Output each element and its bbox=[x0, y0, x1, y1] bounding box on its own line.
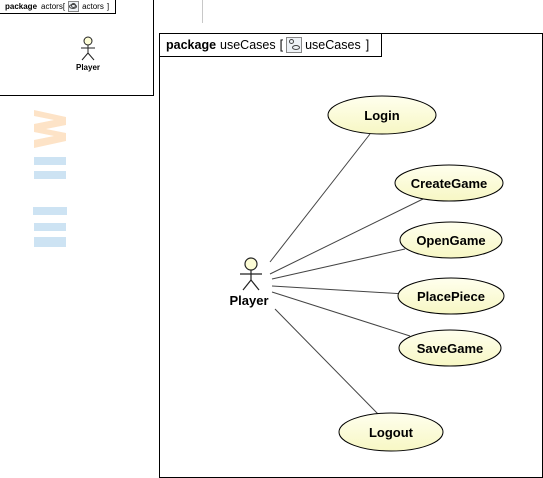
use-case-label: Logout bbox=[369, 425, 414, 440]
actors-diagram-canvas: Player bbox=[76, 36, 100, 72]
association-placepiece[interactable] bbox=[271, 285, 406, 295]
actors-package-frame[interactable]: package actors [ actors ] Player bbox=[0, 0, 154, 96]
watermark-logo bbox=[33, 110, 67, 247]
association-logout[interactable] bbox=[274, 308, 379, 415]
use-case-creategame[interactable]: CreateGame bbox=[394, 164, 504, 202]
use-case-savegame[interactable]: SaveGame bbox=[398, 329, 502, 367]
use-case-label: SaveGame bbox=[417, 341, 484, 356]
diagram-name: actors bbox=[82, 1, 104, 11]
actor-icon[interactable] bbox=[240, 257, 262, 291]
association-opengame[interactable] bbox=[271, 248, 406, 280]
use-case-label: CreateGame bbox=[411, 176, 488, 191]
package-keyword: package bbox=[5, 1, 38, 11]
package-name: useCases bbox=[220, 38, 276, 52]
use-case-opengame[interactable]: OpenGame bbox=[399, 221, 503, 259]
actors-package-tab[interactable]: package actors [ actors ] bbox=[0, 0, 117, 14]
association-savegame[interactable] bbox=[271, 291, 411, 337]
association-creategame[interactable] bbox=[269, 197, 426, 275]
usecases-package-frame[interactable]: package useCases [ useCases ] Login bbox=[159, 33, 543, 478]
bracket-close: ] bbox=[365, 38, 370, 52]
bracket-open: [ bbox=[62, 1, 66, 11]
use-case-diagram-icon bbox=[286, 37, 303, 53]
package-keyword: package bbox=[166, 38, 217, 52]
use-case-diagram-icon bbox=[68, 0, 80, 12]
usecases-diagram-canvas: Login CreateGame OpenGame PlacePiece Sav… bbox=[229, 95, 505, 452]
association-login[interactable] bbox=[269, 133, 371, 263]
use-case-label: OpenGame bbox=[416, 233, 485, 248]
use-case-login[interactable]: Login bbox=[327, 95, 437, 135]
divider bbox=[152, 0, 203, 23]
use-case-logout[interactable]: Logout bbox=[338, 412, 444, 452]
usecases-package-tab[interactable]: package useCases [ useCases ] bbox=[160, 34, 383, 57]
package-name: actors bbox=[41, 1, 63, 11]
actor-label: Player bbox=[229, 293, 268, 308]
use-case-label: PlacePiece bbox=[417, 289, 485, 304]
associations bbox=[269, 133, 426, 415]
use-case-placepiece[interactable]: PlacePiece bbox=[397, 277, 505, 315]
actor-label: Player bbox=[76, 63, 100, 72]
bracket-close: ] bbox=[106, 1, 110, 11]
actor-icon[interactable] bbox=[81, 36, 95, 61]
diagram-name: useCases bbox=[305, 38, 361, 52]
use-case-label: Login bbox=[364, 108, 399, 123]
bracket-open: [ bbox=[279, 38, 284, 52]
